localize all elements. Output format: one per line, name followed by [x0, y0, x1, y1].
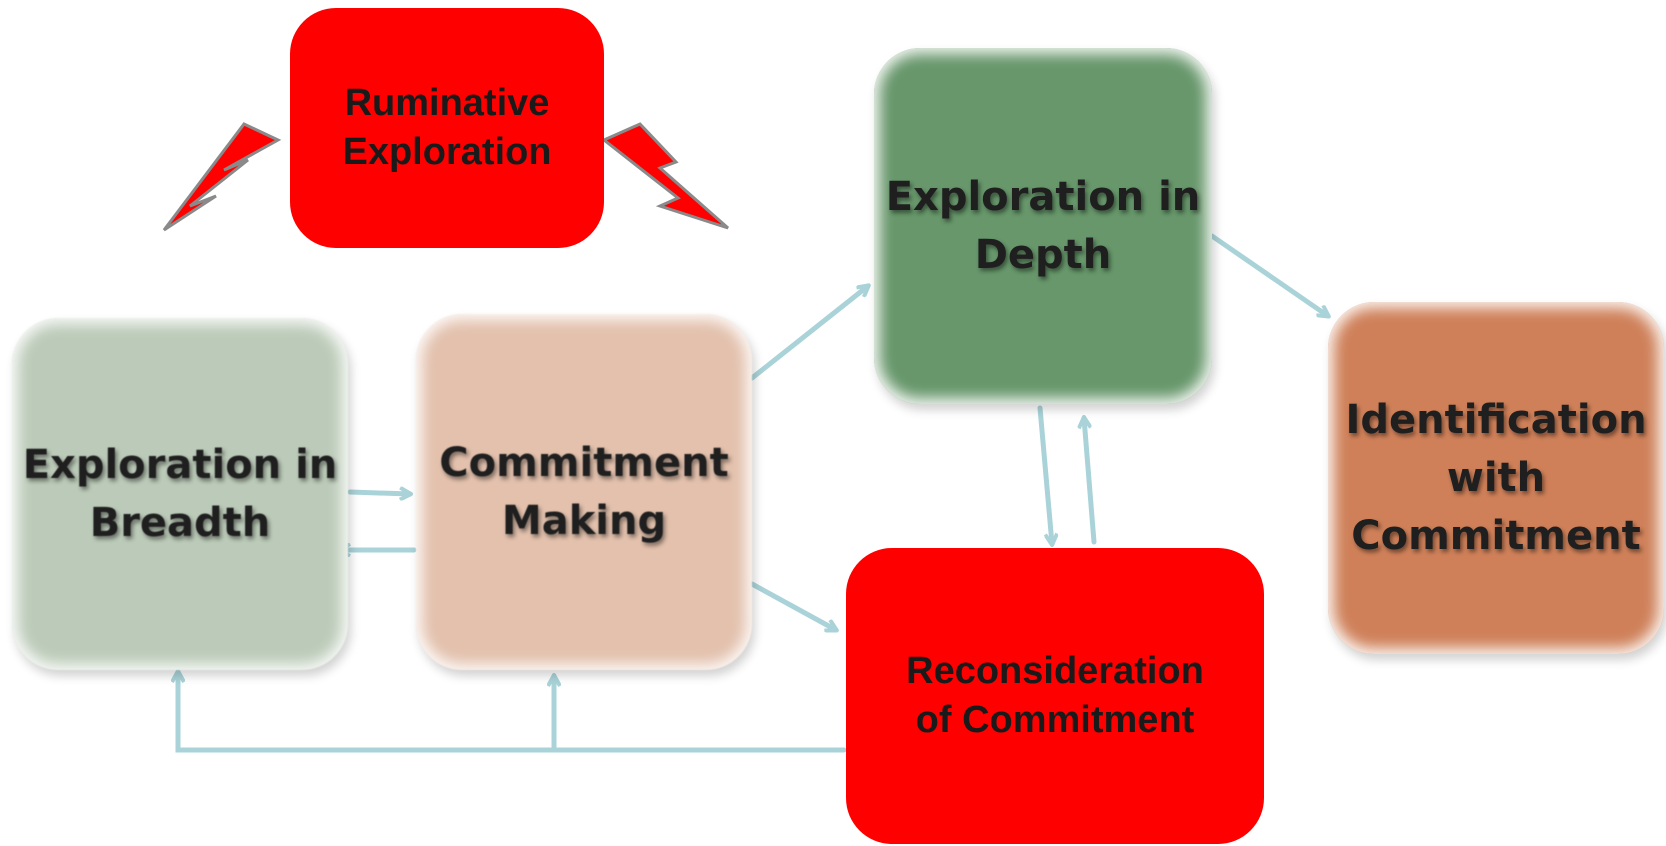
identification-with-commitment-node: Identification with Commitment: [1328, 302, 1664, 654]
arrow-depth-to-identification: [1209, 233, 1328, 316]
exploration-in-depth-node: Exploration in Depth: [874, 48, 1212, 404]
arrow-depth-to-reconsideration: [1037, 405, 1052, 544]
commitment-making-node: Commitment Making: [416, 314, 752, 670]
lightning-bolt-icon: [162, 122, 282, 232]
reconsideration-of-commitment-node: Reconsideration of Commitment: [846, 548, 1264, 844]
lightning-bolt-icon: [601, 122, 729, 230]
arrow-reconsideration-to-depth: [1084, 418, 1097, 545]
arrow-commitment-to-reconsideration: [749, 581, 836, 633]
arrow-breadth-to-commitment: [347, 492, 410, 494]
arrow-commitment-to-depth: [749, 286, 868, 381]
exploration-in-breadth-node: Exploration in Breadth: [12, 318, 348, 670]
feedback-line-bottom: [178, 672, 847, 753]
ruminative-exploration-node: Ruminative Exploration: [290, 8, 604, 248]
